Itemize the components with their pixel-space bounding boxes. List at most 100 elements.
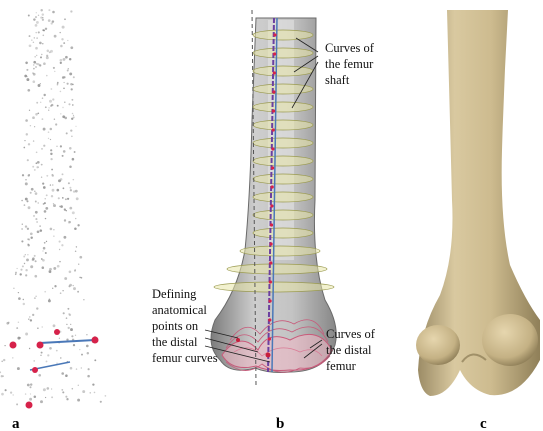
cloud-point — [53, 204, 56, 207]
cloud-point — [25, 62, 28, 65]
cloud-point — [78, 264, 79, 265]
landmark-point — [92, 337, 99, 344]
cloud-point — [69, 271, 72, 274]
cloud-point — [40, 56, 42, 58]
cloud-point — [42, 250, 43, 251]
cloud-point — [53, 229, 54, 230]
cloud-point — [42, 259, 45, 262]
cloud-point — [72, 113, 74, 115]
cloud-point — [51, 174, 53, 176]
cloud-point — [63, 150, 66, 153]
cloud-point — [21, 240, 23, 242]
cloud-point — [73, 285, 74, 286]
cloud-point — [64, 18, 66, 20]
cloud-point — [68, 182, 70, 184]
cloud-point — [30, 393, 31, 394]
cloud-point — [25, 198, 28, 201]
cloud-point — [44, 242, 46, 244]
cloud-point — [41, 352, 43, 354]
axis-center-point — [270, 204, 273, 207]
cloud-point — [74, 269, 76, 271]
anatomical-points-label: Defining anatomical points on the distal… — [152, 287, 218, 365]
cloud-point — [70, 10, 72, 12]
cloud-point — [28, 318, 29, 319]
cloud-point — [53, 267, 56, 270]
cloud-point — [105, 395, 107, 397]
cloud-point — [75, 218, 76, 219]
cloud-point — [50, 128, 53, 131]
cloud-point — [42, 13, 44, 15]
cloud-point — [25, 269, 27, 271]
cloud-point — [25, 254, 26, 255]
cloud-point — [42, 266, 45, 269]
cloud-point — [51, 195, 53, 197]
cloud-point — [21, 228, 23, 230]
cloud-point — [77, 291, 79, 293]
cloud-point — [44, 291, 46, 293]
cloud-point — [34, 37, 35, 38]
cloud-point — [66, 324, 67, 325]
cloud-point — [51, 396, 53, 398]
cloud-point — [54, 35, 57, 38]
cloud-point — [69, 147, 72, 150]
cloud-point — [33, 61, 36, 64]
cloud-point — [75, 335, 76, 336]
cloud-point — [56, 146, 57, 147]
cloud-point — [27, 238, 29, 240]
axis-center-point — [270, 223, 273, 226]
cloud-point — [77, 399, 80, 402]
cloud-point — [59, 249, 60, 250]
cloud-point — [44, 210, 47, 213]
cloud-point — [30, 237, 32, 239]
cloud-point — [30, 265, 33, 268]
cloud-point — [88, 368, 90, 370]
cloud-point — [70, 328, 73, 331]
cloud-point — [47, 354, 49, 356]
cloud-point — [74, 227, 77, 230]
shaft-curve — [253, 174, 313, 184]
cloud-point — [29, 35, 31, 37]
cloud-point — [30, 319, 32, 321]
cloud-point — [61, 372, 64, 375]
cloud-point — [34, 56, 36, 58]
cloud-point — [16, 403, 18, 405]
cloud-point — [16, 327, 18, 329]
cloud-point — [76, 197, 79, 200]
cloud-point — [62, 26, 65, 29]
cloud-point — [22, 174, 24, 176]
cloud-point — [46, 194, 48, 196]
cloud-point — [39, 225, 40, 226]
cloud-point — [53, 67, 55, 69]
cloud-point — [71, 136, 73, 138]
cloud-point — [65, 56, 68, 59]
shaft-curve — [240, 246, 320, 256]
shaft-curve — [253, 210, 313, 220]
landmark-point — [32, 367, 38, 373]
cloud-point — [78, 385, 79, 386]
cloud-point — [62, 197, 64, 199]
cloud-point — [68, 313, 70, 315]
cloud-point — [50, 149, 52, 151]
cloud-point — [67, 308, 69, 310]
cloud-point — [22, 265, 24, 267]
cloud-point — [73, 76, 75, 78]
cloud-point — [54, 118, 55, 119]
cloud-point — [41, 177, 42, 178]
cloud-point — [42, 97, 44, 99]
cloud-point — [52, 11, 55, 14]
cloud-point — [37, 327, 38, 328]
cloud-point — [27, 384, 30, 387]
cloud-point — [41, 148, 42, 149]
cloud-point — [59, 32, 60, 33]
cloud-point — [32, 166, 34, 168]
cloud-point — [62, 173, 64, 175]
cloud-point — [48, 110, 49, 111]
cloud-point — [66, 398, 68, 400]
axis-center-point — [272, 109, 275, 112]
cloud-point — [69, 187, 71, 189]
cloud-point — [50, 50, 53, 53]
landmark-point — [10, 342, 17, 349]
cloud-point — [65, 396, 67, 398]
cloud-point — [35, 218, 37, 220]
